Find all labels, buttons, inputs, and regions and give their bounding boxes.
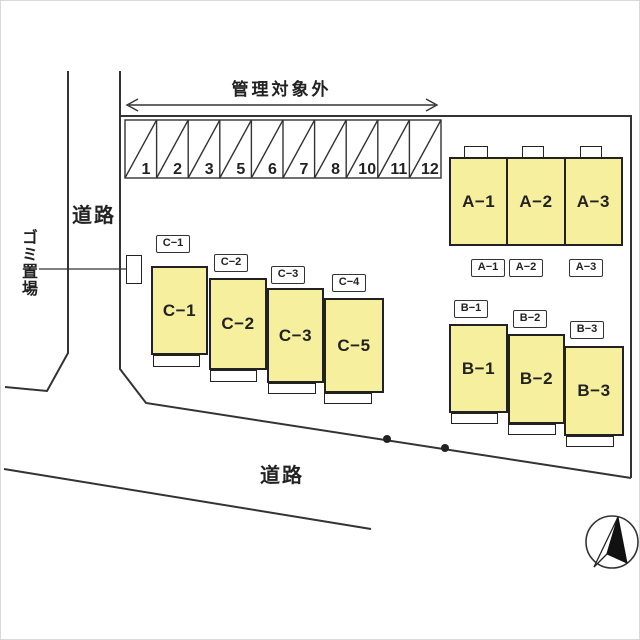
building-unit-a1: A−1 [462,191,496,211]
bottom-road-label: 道路 [260,465,304,487]
c2-porch [210,370,257,382]
parking-stall-number: 10 [358,161,376,178]
building-unit-b1: B−1 [449,324,508,413]
b3-porch [566,436,614,447]
unit-tag-a3: A−3 [569,259,603,277]
unit-tag-c2: C−2 [214,254,248,272]
managed-outside-arrow [125,98,439,112]
building-unit-c1: C−1 [151,266,208,355]
unit-tag-a1: A−1 [471,259,505,277]
unit-tag-b2: B−2 [513,310,547,328]
boundary-point-dot [441,444,449,452]
site-boundary-line [120,115,632,478]
garbage-area-label: ゴミ置場 [19,229,36,297]
building-unit-a3: A−3 [563,159,621,244]
parking-stall-number: 8 [331,161,340,178]
unit-tag-c4: C−4 [332,274,366,292]
parking-stall-row [124,119,442,179]
parking-stall-number: 1 [142,161,151,178]
garbage-area-box [126,255,142,284]
b2-porch [508,424,556,435]
parking-stall-number: 3 [205,161,214,178]
building-unit-a2: A−2 [506,159,563,244]
c3-porch [268,383,316,394]
parking-stall-number: 7 [300,161,309,178]
unit-tag-c1: C−1 [156,235,190,253]
unit-tag-c3: C−3 [271,266,305,284]
building-unit-c3: C−3 [267,288,324,383]
parking-stall-number: 6 [268,161,277,178]
parking-stall-number: 5 [236,161,245,178]
unit-tag-b1: B−1 [454,300,488,318]
left-road-left-edge [4,71,69,393]
building-unit-b3: B−3 [564,346,624,436]
north-compass-icon [585,515,639,569]
left-road-label: 道路 [72,205,116,227]
building-unit-c2: C−2 [209,278,267,370]
building-a-block: A−1 A−2 A−3 [449,157,623,246]
parking-stall-number: 11 [390,161,407,178]
managed-outside-label: 管理対象外 [231,80,332,99]
parking-stall-number: 2 [173,161,182,178]
unit-tag-a2: A−2 [509,259,543,277]
parking-stall-number: 12 [421,161,439,178]
boundary-point-dot [383,435,391,443]
c5-porch [324,393,372,404]
bottom-road-edge [3,468,372,530]
parking-stall-numbers: 1 2 3 5 6 7 8 10 11 12 [142,161,439,178]
building-unit-b2: B−2 [508,334,565,424]
c1-porch [153,355,200,367]
unit-tag-b3: B−3 [570,321,604,339]
b1-porch [451,413,498,424]
building-unit-c5: C−5 [324,298,384,393]
